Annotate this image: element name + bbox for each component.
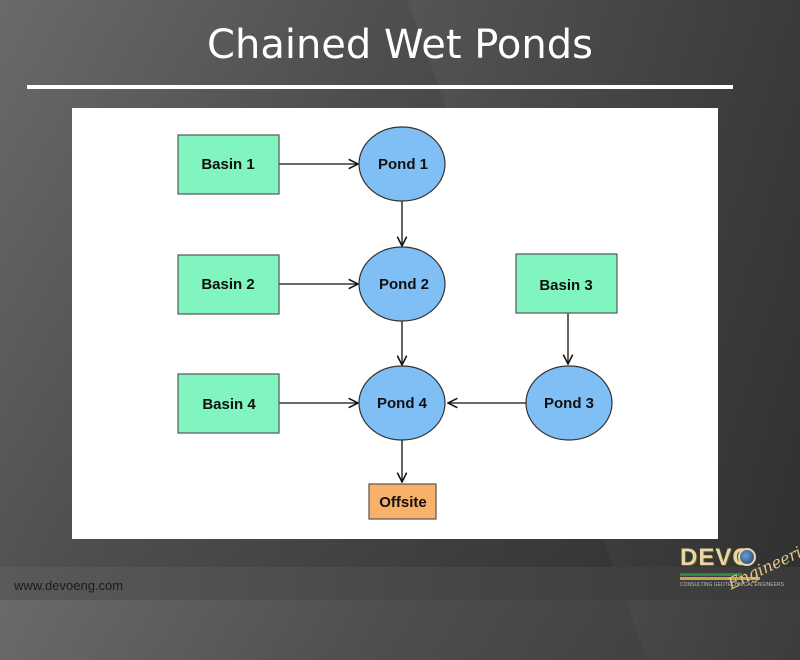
node-label: Pond 2	[379, 276, 429, 293]
node-pond3[interactable]: Pond 3	[525, 365, 613, 441]
logo-gold-bar	[680, 577, 760, 580]
slide-title: Chained Wet Ponds	[207, 22, 593, 68]
logo-tagline: CONSULTING GEOTECHNICAL ENGINEERS	[680, 582, 784, 588]
node-label: Pond 3	[544, 395, 594, 412]
node-basin3[interactable]: Basin 3	[515, 253, 618, 314]
footer-band	[0, 567, 800, 600]
globe-icon	[738, 548, 756, 566]
node-basin4[interactable]: Basin 4	[177, 373, 280, 434]
node-basin2[interactable]: Basin 2	[177, 254, 280, 315]
footer-url[interactable]: www.devoeng.com	[14, 578, 124, 593]
diagram-panel: Basin 1 Basin 2 Basin 3 Basin 4 Pond 1 P…	[72, 108, 718, 539]
title-divider	[27, 85, 733, 89]
logo-green-bar	[680, 573, 742, 576]
node-label: Basin 2	[201, 276, 254, 293]
flow-diagram: Basin 1 Basin 2 Basin 3 Basin 4 Pond 1 P…	[177, 126, 618, 520]
node-label: Basin 3	[539, 277, 592, 294]
node-label: Offsite	[379, 494, 427, 511]
node-offsite[interactable]: Offsite	[368, 483, 437, 520]
node-basin1[interactable]: Basin 1	[177, 134, 280, 195]
node-label: Pond 4	[377, 395, 428, 412]
node-label: Basin 4	[202, 396, 256, 413]
company-logo: DEVO CONSULTING GEOTECHNICAL ENGINEERS E…	[680, 534, 800, 594]
node-pond1[interactable]: Pond 1	[358, 126, 446, 202]
node-pond4[interactable]: Pond 4	[358, 365, 446, 441]
node-label: Basin 1	[201, 156, 254, 173]
node-pond2[interactable]: Pond 2	[358, 246, 446, 322]
node-label: Pond 1	[378, 156, 428, 173]
